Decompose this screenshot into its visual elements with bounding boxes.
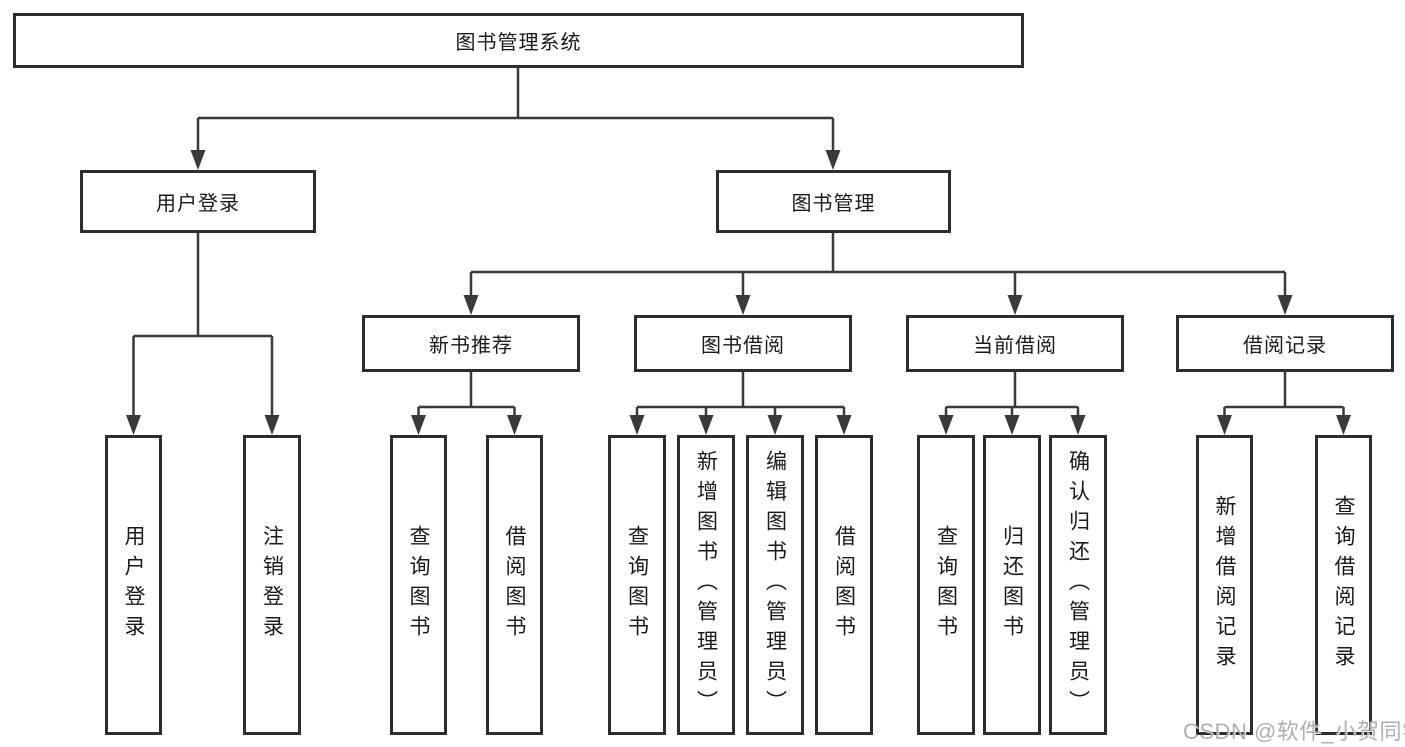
node-book-borrowing: 图书借阅: [634, 315, 852, 372]
node-book-management: 图书管理: [716, 170, 951, 233]
leaf-confirm-return-admin: 确认归还（管理员）: [1049, 435, 1107, 735]
arrowhead: [629, 415, 645, 435]
leaf-borrow-books-recommend: 借阅图书: [486, 435, 543, 735]
arrowhead: [463, 295, 479, 315]
arrowhead: [411, 415, 426, 435]
leaf-query-books-recommend: 查询图书: [390, 435, 447, 735]
arrowhead: [1007, 295, 1023, 315]
node-user-login: 用户登录: [80, 170, 316, 233]
connector-records-to-leaves: [1223, 372, 1345, 417]
leaf-edit-books-admin: 编辑图书（管理员）: [746, 435, 804, 735]
leaf-user-login: 用户登录: [105, 435, 162, 735]
arrowhead: [825, 150, 841, 170]
node-new-book-recommendation: 新书推荐: [362, 315, 580, 372]
leaf-label: 查询图书: [625, 525, 649, 645]
arrowhead: [735, 295, 751, 315]
arrowhead: [1004, 415, 1020, 435]
leaf-label: 借阅图书: [503, 525, 526, 645]
arrowhead: [1070, 415, 1086, 435]
leaf-query-books-current: 查询图书: [917, 435, 975, 735]
node-library-management-system: 图书管理系统: [13, 13, 1024, 68]
leaf-add-books-admin: 新增图书（管理员）: [677, 435, 735, 735]
leaf-label: 编辑图书（管理员）: [763, 450, 787, 720]
connector-borrowing-to-leaves: [635, 372, 846, 417]
node-current-borrowing: 当前借阅: [906, 315, 1124, 372]
arrowhead: [507, 415, 522, 435]
arrowhead: [1277, 295, 1293, 315]
arrowhead: [938, 415, 954, 435]
arrowhead: [126, 415, 141, 435]
leaf-label: 查询图书: [407, 525, 430, 645]
leaf-add-borrow-record: 新增借阅记录: [1196, 435, 1253, 735]
csdn-watermark: CSDN @软件_小贺同学: [1183, 719, 1405, 744]
leaf-query-books-borrowing: 查询图书: [608, 435, 666, 735]
arrowhead: [1336, 415, 1351, 435]
connector-newbooks-to-leaves: [417, 372, 516, 417]
leaf-label: 归还图书: [1000, 525, 1024, 645]
arrowhead: [190, 150, 206, 170]
arrowhead: [836, 415, 852, 435]
leaf-label: 新增图书（管理员）: [694, 450, 718, 720]
leaf-label: 查询借阅记录: [1332, 495, 1355, 675]
arrowhead: [767, 415, 783, 435]
leaf-label: 用户登录: [122, 525, 145, 645]
node-borrowing-records: 借阅记录: [1176, 315, 1394, 372]
leaf-label: 新增借阅记录: [1213, 495, 1236, 675]
leaf-label: 借阅图书: [832, 525, 856, 645]
connector-currentborrow-to-leaves: [944, 372, 1080, 417]
arrowhead: [698, 415, 714, 435]
connector-userlogin-to-leaves: [132, 233, 274, 417]
arrowhead: [1217, 415, 1232, 435]
leaf-label: 注销登录: [260, 525, 284, 645]
arrowhead: [264, 415, 280, 435]
connector-bookmgmt-to-level3: [469, 233, 1287, 297]
leaf-borrow-books: 借阅图书: [815, 435, 873, 735]
leaf-query-borrow-record: 查询借阅记录: [1315, 435, 1372, 735]
connector-root-to-level2: [196, 68, 835, 152]
leaf-label: 确认归还（管理员）: [1066, 450, 1090, 720]
leaf-label: 查询图书: [934, 525, 958, 645]
leaf-return-books: 归还图书: [983, 435, 1041, 735]
leaf-logout: 注销登录: [243, 435, 301, 735]
